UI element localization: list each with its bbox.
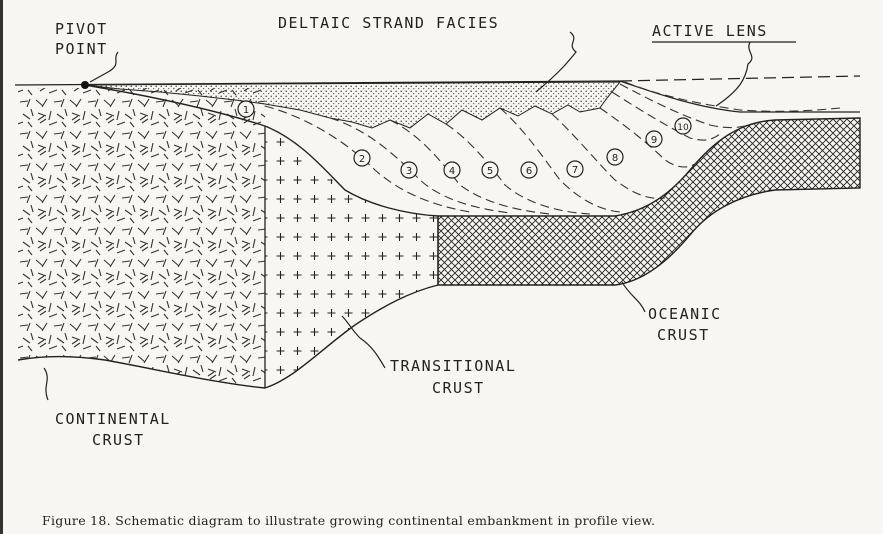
continental-base-line: [17, 355, 266, 389]
lens-number-10: 10: [677, 123, 689, 133]
sea-level-dashed: [619, 75, 861, 82]
continental-crust-label-line1: CONTINENTAL: [55, 410, 171, 428]
lens-number-9: 9: [651, 135, 657, 146]
figure-caption: Figure 18. Schematic diagram to illustra…: [42, 513, 656, 528]
oceanic-crust-label-line1: OCEANIC: [648, 305, 722, 323]
lens-number-5: 5: [487, 166, 493, 177]
transitional-crust-label-line1: TRANSITIONAL: [390, 357, 517, 375]
leader-lines: [43, 31, 753, 401]
continental-crust-label-line2: CRUST: [92, 431, 145, 449]
lens-number-markers: [237, 100, 692, 179]
lens-number-2: 2: [359, 154, 365, 165]
lens-number-3: 3: [406, 166, 412, 177]
pivot-point-label-line2: POINT: [55, 40, 108, 58]
pivot-point-label-line1: PIVOT: [55, 20, 108, 38]
lens-number-6: 6: [526, 166, 532, 177]
pivot-point-marker: [81, 81, 89, 89]
embankment-base: [84, 84, 439, 217]
active-lens-top: [619, 80, 860, 113]
oceanic-crust: [437, 117, 861, 286]
oceanic-crust-label-line2: CRUST: [657, 326, 710, 344]
lens-number-4: 4: [449, 166, 455, 177]
transitional-crust-label-line2: CRUST: [432, 379, 485, 397]
transitional-crust: [265, 126, 438, 388]
continental-crust: [18, 88, 265, 388]
deltaic-strand-facies-label: DELTAIC STRAND FACIES: [278, 14, 500, 32]
lens-number-1: 1: [243, 105, 249, 116]
lens-number-7: 7: [572, 165, 578, 176]
lens-number-8: 8: [612, 153, 618, 164]
lens-boundaries: [264, 81, 841, 215]
active-lens-label: ACTIVE LENS: [652, 22, 768, 40]
frame-border: [0, 0, 3, 534]
sea-level-line: [14, 80, 621, 86]
transitional-base-line: [264, 284, 439, 389]
deltaic-strand-facies: [84, 81, 622, 129]
